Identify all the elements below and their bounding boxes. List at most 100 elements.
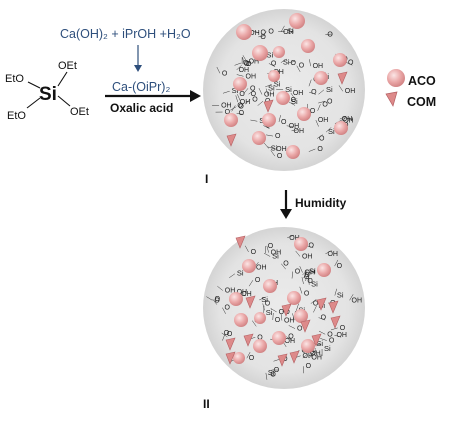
network-label-si: Si (287, 27, 294, 36)
aco-particle (276, 91, 290, 105)
aco-particle (262, 113, 276, 127)
ethoxy-label: EtO (5, 73, 24, 85)
network-label-oh: OH (336, 332, 347, 339)
com-crystal (225, 351, 236, 365)
network-label-o: O (239, 91, 245, 98)
aco-particle (236, 24, 252, 40)
network-label-oh: OH (305, 270, 316, 277)
network-bond (222, 307, 226, 314)
network-bond (330, 327, 338, 331)
network-bond (318, 317, 326, 321)
network-label-o: O (225, 109, 231, 116)
network-label-oh: OH (294, 128, 305, 135)
network-label-oh: OH (302, 253, 313, 260)
aco-particle (253, 339, 267, 353)
network-label-oh: OH (249, 30, 260, 37)
step-label: Humidity (295, 196, 347, 210)
aco-particle (233, 77, 247, 91)
network-bond (349, 294, 354, 301)
com-triangle-icon (385, 91, 398, 107)
com-crystal (311, 333, 322, 347)
network-label-o: O (271, 60, 277, 67)
network-bond (291, 271, 294, 279)
network-bond (267, 146, 275, 150)
network-label-o: O (270, 371, 276, 378)
network-label-oh: OH (293, 90, 304, 97)
network-label-oh: OH (221, 103, 232, 110)
network-label-o: O (327, 98, 333, 105)
network-bond (296, 303, 299, 311)
network-bond (305, 274, 309, 282)
network-bond (261, 31, 267, 37)
aco-particle (294, 309, 308, 323)
network-bond (235, 95, 239, 103)
network-bond (318, 330, 326, 335)
network-bond (308, 148, 316, 152)
com-crystal (235, 235, 246, 249)
com-crystal (225, 337, 236, 351)
network-bond (309, 353, 316, 358)
network-bond (263, 125, 270, 129)
network-bond (325, 127, 332, 133)
network-bond (236, 74, 244, 77)
network-bond (281, 263, 286, 270)
network-bond (222, 90, 230, 94)
network-bond (286, 125, 294, 127)
network-label-o: O (279, 309, 285, 316)
network-label-oh: OH (318, 117, 329, 124)
network-label-o: O (275, 133, 281, 140)
network-label-oh: OH (264, 91, 275, 98)
com-crystal (328, 300, 339, 314)
network-bond (291, 129, 299, 132)
network-bond (318, 89, 325, 95)
network-label-si: Si (232, 86, 239, 95)
network-label-si: Si (237, 269, 244, 278)
network-label-si: Si (316, 339, 323, 348)
reagent-product-text: Ca-(OiPr)₂ (112, 80, 171, 94)
network-bond (286, 336, 293, 341)
com-crystal (226, 133, 237, 147)
network-bond (290, 92, 296, 99)
network-label-si: Si (274, 79, 281, 88)
aco-particle (334, 121, 348, 135)
network-label-oh: OH (327, 251, 338, 258)
network-label-si: Si (324, 344, 331, 353)
network-label-o: O (227, 331, 233, 338)
network-bond (287, 234, 294, 239)
aco-particle (286, 145, 300, 159)
aco-particle (301, 339, 315, 353)
network-label-o: O (329, 338, 335, 345)
reaction-arrow (105, 45, 201, 102)
network-bond (280, 25, 285, 33)
network-label-o: O (337, 263, 343, 270)
network-label-o: O (260, 34, 266, 41)
network-bond (345, 62, 353, 66)
network-label-oh: OH (225, 288, 236, 295)
network-bond (309, 59, 311, 67)
network-bond (320, 338, 327, 341)
network-label-o: O (243, 60, 249, 67)
network-label-si: Si (337, 291, 344, 300)
network-bond (295, 250, 301, 257)
aco-particle (224, 113, 238, 127)
network-label-oh: OH (249, 58, 259, 65)
aco-particle (263, 279, 277, 293)
network-label-o: O (304, 272, 310, 279)
com-crystal (245, 295, 256, 309)
network-bond (212, 298, 218, 305)
network-label-o: O (291, 60, 297, 67)
network-bond (334, 259, 339, 267)
aco-particle (294, 237, 308, 251)
network-bond (270, 150, 276, 157)
network-bond (334, 288, 337, 296)
network-bond (265, 372, 268, 380)
network-label-si: Si (326, 85, 333, 94)
network-bond (266, 134, 274, 137)
network-label-o: O (348, 59, 354, 66)
network-bond (217, 285, 223, 291)
network-bond (317, 104, 321, 111)
network-label-o: O (238, 104, 244, 111)
network-label-oh: OH (239, 67, 250, 74)
network-bond (245, 245, 249, 253)
network-label-oh: OH (283, 29, 294, 36)
